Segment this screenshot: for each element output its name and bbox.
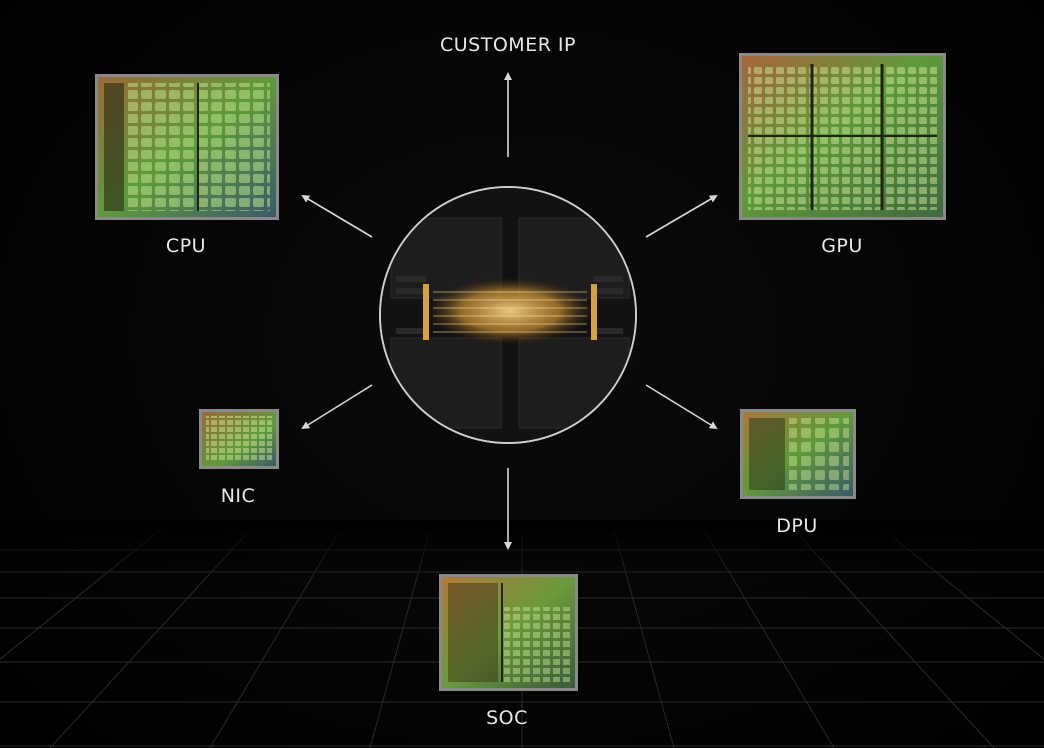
cpu-die-image xyxy=(95,74,279,220)
floor-grid xyxy=(0,520,1044,748)
arrow-to-dpu xyxy=(645,384,718,430)
arrow-to-nic xyxy=(301,384,373,430)
label-customer-ip: CUSTOMER IP xyxy=(440,34,576,56)
gpu-die-image xyxy=(739,53,946,220)
label-soc: SOC xyxy=(486,707,528,729)
arrow-to-cpu xyxy=(301,194,373,238)
dpu-die-image xyxy=(740,409,856,499)
arrow-to-gpu xyxy=(645,194,718,238)
label-dpu: DPU xyxy=(776,515,818,537)
label-gpu: GPU xyxy=(821,235,863,257)
nic-die-image xyxy=(199,409,279,469)
label-cpu: CPU xyxy=(165,235,207,257)
soc-die-image xyxy=(439,574,578,691)
interconnect-hub xyxy=(379,186,637,444)
label-nic: NIC xyxy=(220,485,256,507)
